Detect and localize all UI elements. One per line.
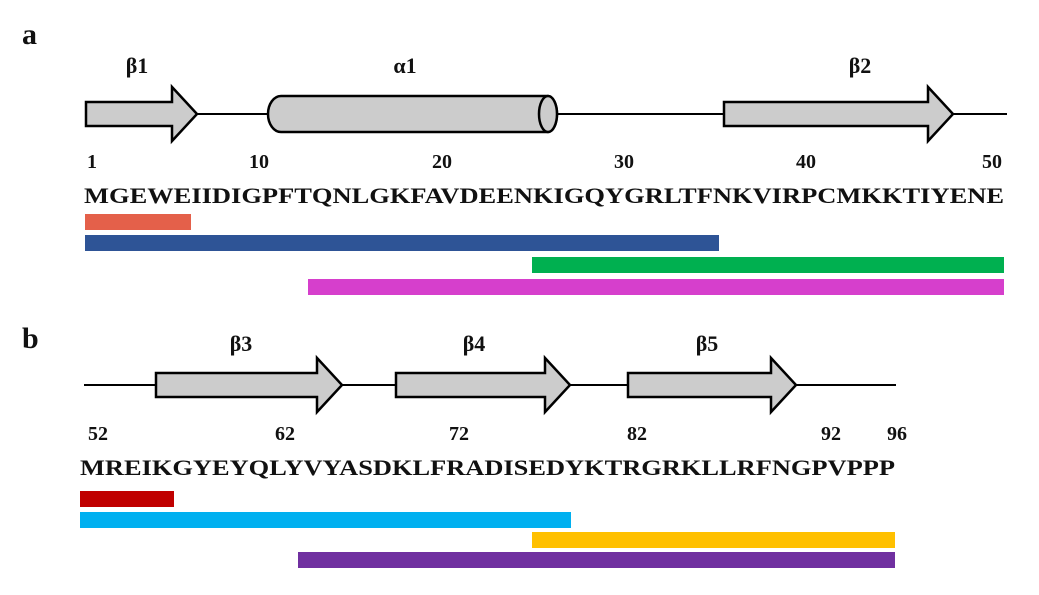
helix-alpha1-label: α1 bbox=[393, 53, 416, 78]
panel-b: b β3 β4 β5 52 62 72 82 92 96 MREIKGYEYQL… bbox=[22, 322, 907, 568]
strand-beta1-label: β1 bbox=[126, 53, 149, 78]
panel-b-label: b bbox=[22, 322, 39, 355]
strand-beta1-arrow bbox=[84, 83, 199, 145]
strand-beta2-label: β2 bbox=[849, 53, 872, 78]
residue-number: 30 bbox=[614, 151, 634, 173]
residue-number: 96 bbox=[887, 423, 907, 445]
peptide-bar-a-3 bbox=[532, 257, 1004, 273]
residue-number: 20 bbox=[432, 151, 452, 173]
peptide-bar-b-2 bbox=[80, 512, 571, 528]
strand-beta5-arrow bbox=[626, 354, 798, 416]
residue-number: 72 bbox=[449, 423, 469, 445]
residue-number: 52 bbox=[88, 423, 108, 445]
peptide-bar-a-1 bbox=[85, 214, 191, 230]
residue-number: 82 bbox=[627, 423, 647, 445]
residue-number: 1 bbox=[87, 151, 97, 173]
peptide-bar-b-3 bbox=[532, 532, 895, 548]
peptide-bar-a-4 bbox=[308, 279, 1004, 295]
residue-number: 50 bbox=[982, 151, 1002, 173]
residue-number: 62 bbox=[275, 423, 295, 445]
sequence-a: MGEWEIIDIGPFTQNLGKFAVDEENKIGQYGRLTFNKVIR… bbox=[84, 183, 1004, 208]
peptide-bar-a-2 bbox=[85, 235, 719, 251]
peptide-bar-b-1 bbox=[80, 491, 174, 507]
strand-beta4-arrow bbox=[394, 354, 572, 416]
strand-beta3-label: β3 bbox=[230, 331, 253, 356]
helix-alpha1-cylinder bbox=[266, 94, 559, 134]
panel-a: a β1 α1 β2 1 10 20 30 40 50 MGEWEIIDIGPF… bbox=[22, 18, 1007, 295]
strand-beta5-label: β5 bbox=[696, 331, 719, 356]
sequence-b: MREIKGYEYQLYVYASDKLFRADISEDYKTRGRKLLRFNG… bbox=[80, 455, 895, 480]
peptide-bar-b-4 bbox=[298, 552, 895, 568]
residue-number: 92 bbox=[821, 423, 841, 445]
strand-beta3-arrow bbox=[154, 354, 344, 416]
residue-number: 10 bbox=[249, 151, 269, 173]
strand-beta2-arrow bbox=[722, 83, 955, 145]
strand-beta4-label: β4 bbox=[463, 331, 486, 356]
residue-number: 40 bbox=[796, 151, 816, 173]
panel-a-label: a bbox=[22, 18, 37, 51]
